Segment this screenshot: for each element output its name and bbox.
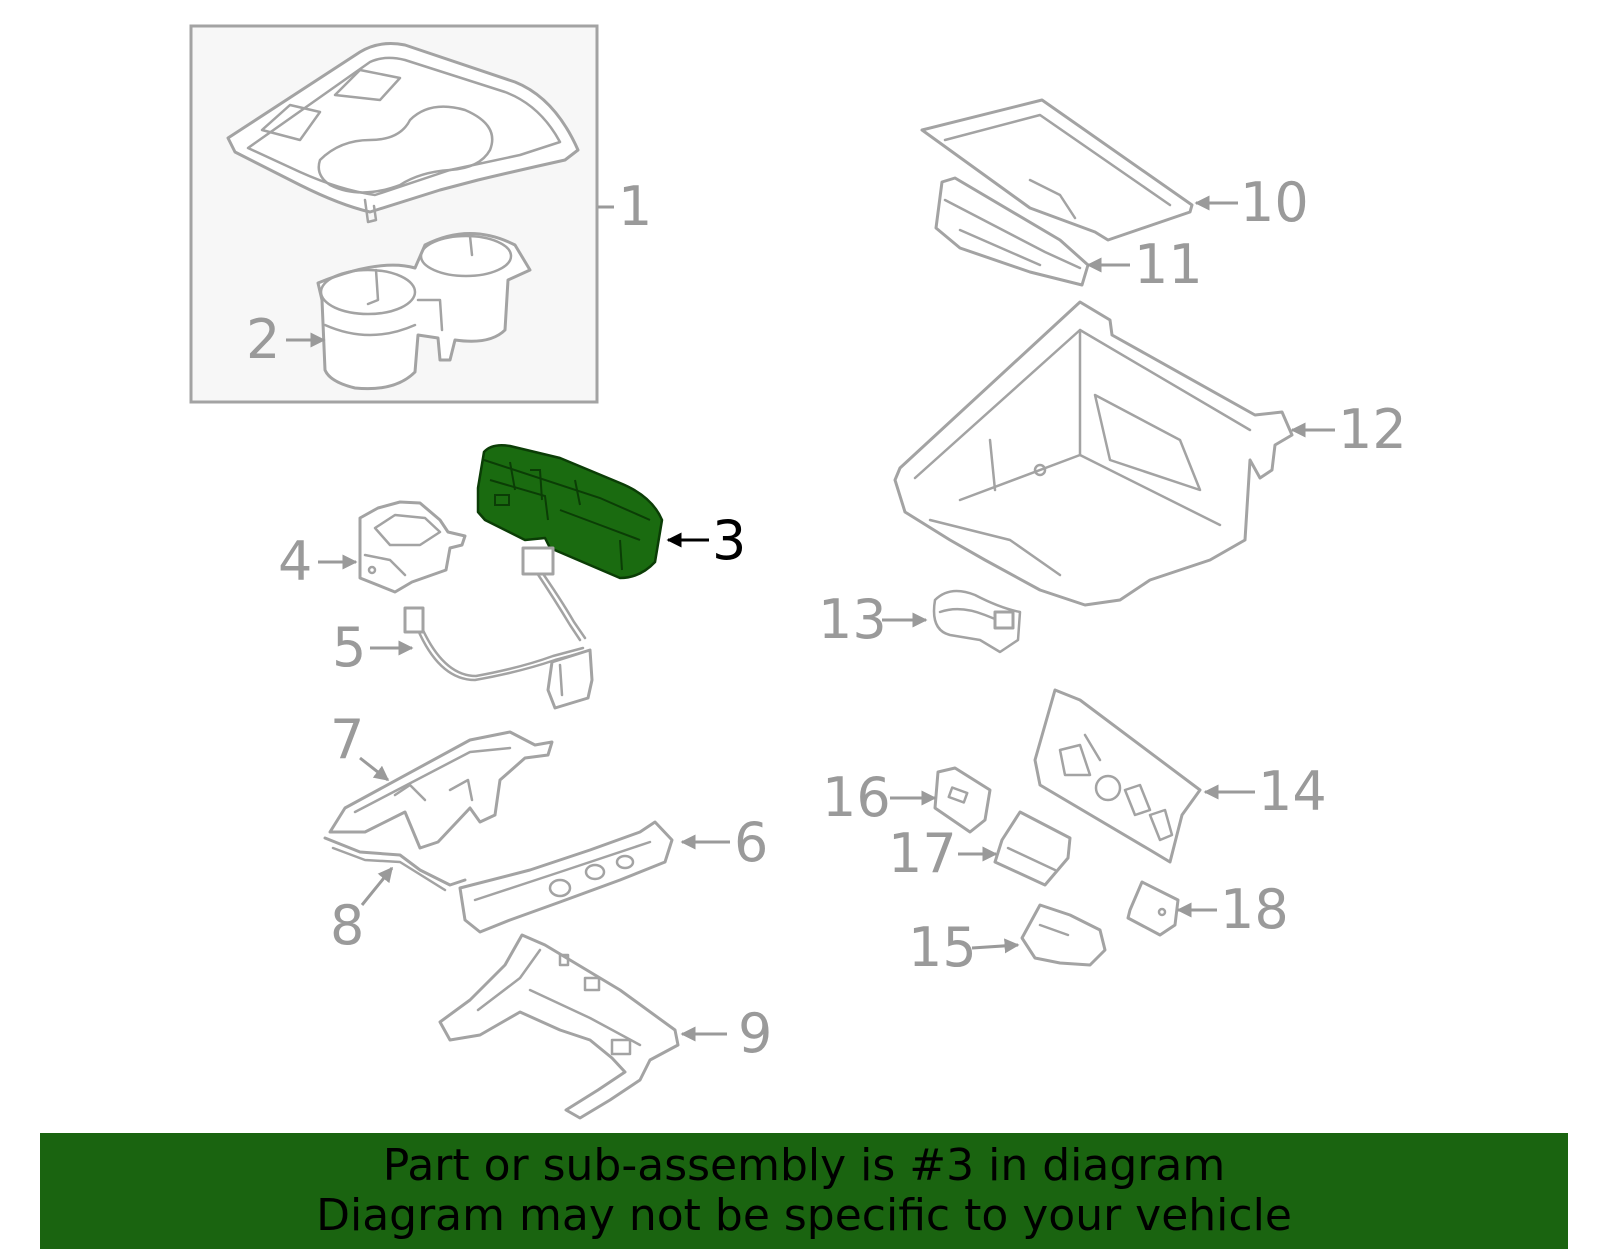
callout-9[interactable]: 9	[738, 1002, 772, 1065]
callout-10[interactable]: 10	[1240, 171, 1309, 234]
callout-6[interactable]: 6	[734, 811, 768, 874]
part-16-switch[interactable]	[933, 766, 992, 834]
part-6-side-bracket[interactable]	[458, 820, 674, 934]
part-7-bracket[interactable]	[328, 730, 554, 850]
part-18-button[interactable]	[1126, 880, 1180, 937]
callout-12[interactable]: 12	[1338, 398, 1407, 461]
callout-16[interactable]: 16	[822, 766, 891, 829]
callout-18[interactable]: 18	[1220, 878, 1289, 941]
part-11-storage-tray[interactable]	[934, 176, 1090, 287]
part-2-cup-holder[interactable]	[316, 232, 532, 391]
callout-8[interactable]: 8	[330, 894, 364, 957]
callout-14[interactable]: 14	[1258, 760, 1327, 823]
part-13-connector[interactable]	[932, 589, 1022, 654]
part-3-switch-panel[interactable]	[476, 444, 664, 580]
leader-7	[359, 756, 390, 782]
part-14-switch-bezel[interactable]	[1033, 688, 1202, 864]
leader-lines	[286, 195, 1335, 1042]
callout-5[interactable]: 5	[332, 616, 366, 679]
callout-11[interactable]: 11	[1134, 233, 1203, 296]
callout-15[interactable]: 15	[908, 916, 977, 979]
banner-line-1: Part or sub-assembly is #3 in diagram	[382, 1140, 1226, 1191]
callout-4[interactable]: 4	[278, 530, 312, 593]
part-12-console-bin[interactable]	[893, 300, 1294, 607]
part-8-rail[interactable]	[323, 836, 467, 892]
callout-13[interactable]: 13	[818, 588, 887, 651]
callout-3[interactable]: 3	[712, 509, 746, 572]
part-17-pocket[interactable]	[993, 810, 1072, 887]
callout-7[interactable]: 7	[330, 708, 364, 771]
part-15-switch[interactable]	[1020, 903, 1107, 967]
callout-1[interactable]: 1	[618, 175, 652, 238]
part-1-console-trim[interactable]	[226, 42, 580, 224]
leader-15	[971, 938, 1020, 954]
callout-17[interactable]: 17	[888, 822, 957, 885]
callout-labels: 1 2 3 4 5 6 7 8 9 10 11 12 13 14 15 16 1…	[246, 171, 1407, 1065]
part-9-mount-bracket[interactable]	[438, 933, 680, 1120]
part-4-module[interactable]	[358, 500, 467, 594]
part-5-harness[interactable]	[403, 546, 594, 710]
part-10-armrest-lid[interactable]	[920, 98, 1194, 242]
leader-8	[360, 866, 394, 906]
banner-line-2: Diagram may not be specific to your vehi…	[316, 1190, 1292, 1241]
info-banner: Part or sub-assembly is #3 in diagram Di…	[40, 1133, 1568, 1249]
callout-2[interactable]: 2	[246, 308, 280, 371]
